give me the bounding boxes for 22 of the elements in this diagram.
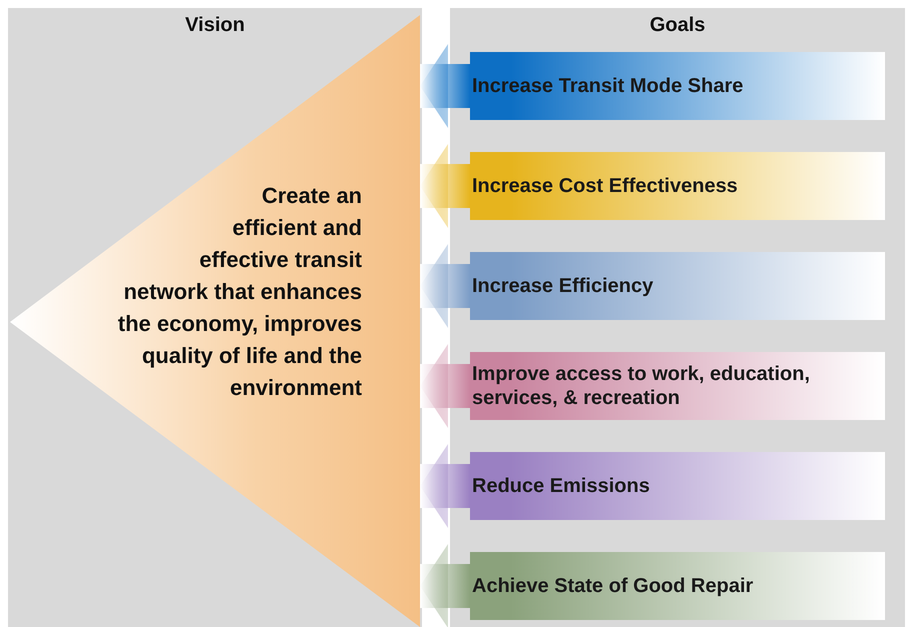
arrow <box>420 144 470 228</box>
goal-text: Achieve State of Good Repair <box>472 574 754 598</box>
column-panel <box>450 8 905 627</box>
goal-bar <box>470 352 885 420</box>
vision-statement: Create an efficient and effective transit network that enhances the economy, improves quality of life and the environment <box>116 182 362 402</box>
arrow <box>420 244 470 328</box>
goal-bar <box>470 52 885 120</box>
goal-text: Increase Efficiency <box>472 274 654 298</box>
goal-bar <box>470 552 885 620</box>
goal-text: Increase Cost Effectiveness <box>472 174 738 198</box>
goal-text: Reduce Emissions <box>472 474 650 498</box>
arrow <box>420 444 470 528</box>
arrow <box>420 344 470 428</box>
arrow <box>420 44 470 128</box>
column-heading: Goals <box>650 14 706 37</box>
goal-text: Increase Transit Mode Share <box>472 74 744 98</box>
goal-bar <box>470 252 885 320</box>
column-heading: Vision <box>185 14 245 37</box>
goal-text: Improve access to work, education, services, & recreation <box>472 362 811 410</box>
arrow <box>420 544 470 627</box>
goal-bar <box>470 452 885 520</box>
goal-bar <box>470 152 885 220</box>
